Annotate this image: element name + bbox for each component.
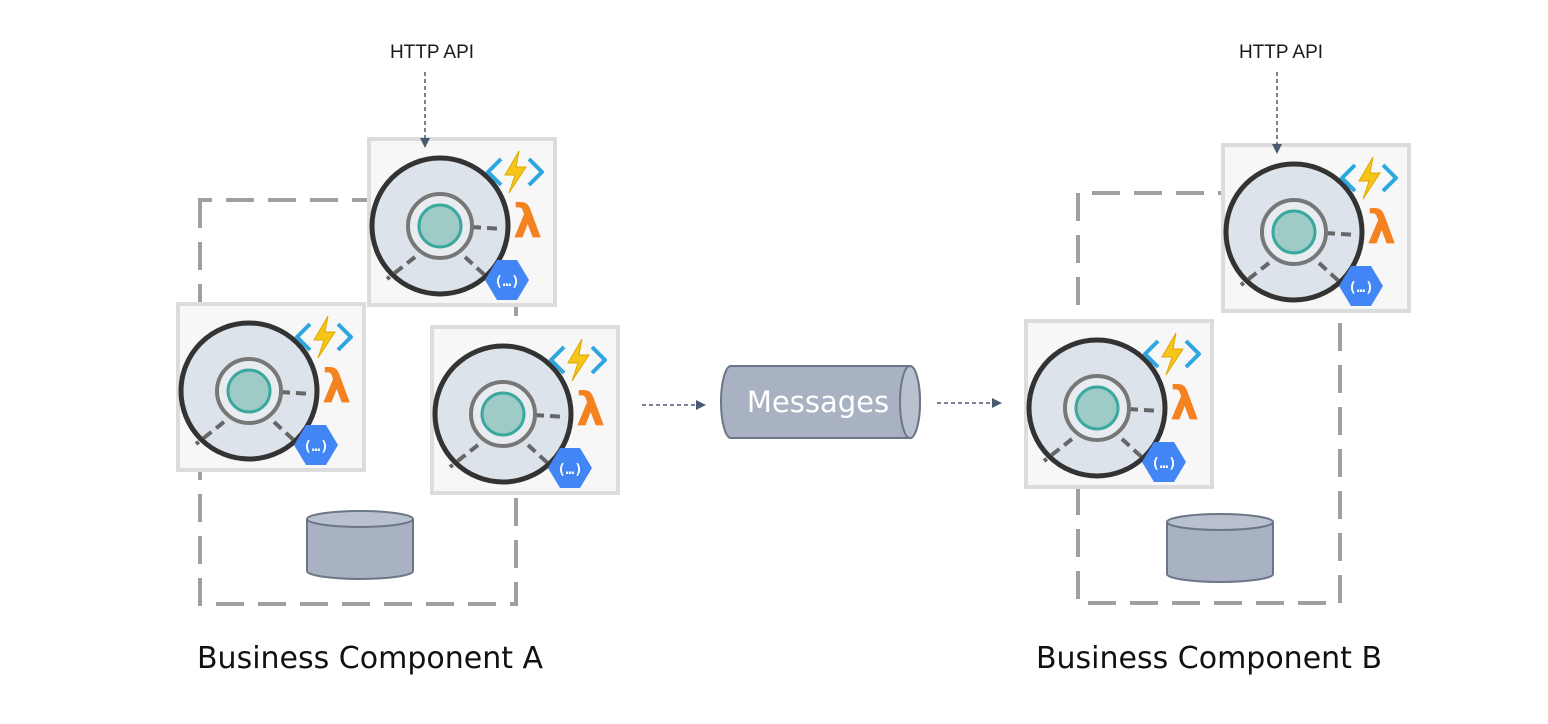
component-a-api-label: HTTP API: [390, 42, 474, 63]
component-a: HTTP API Business Component A: [178, 42, 618, 676]
component-a-service-left: [178, 304, 364, 470]
component-b-label: Business Component B: [1036, 641, 1382, 676]
component-b: HTTP API Business Component B: [1026, 42, 1409, 676]
component-a-label: Business Component A: [197, 641, 544, 676]
queue-label: Messages: [747, 385, 889, 419]
component-a-service-top: [369, 139, 555, 305]
component-a-database: [306, 510, 414, 580]
component-b-service-top: [1223, 145, 1409, 311]
component-b-service-left: [1026, 321, 1212, 487]
component-b-database: [1166, 513, 1274, 583]
component-b-api-label: HTTP API: [1239, 42, 1323, 63]
component-a-service-right: [432, 327, 618, 493]
message-queue: Messages: [642, 365, 1002, 439]
